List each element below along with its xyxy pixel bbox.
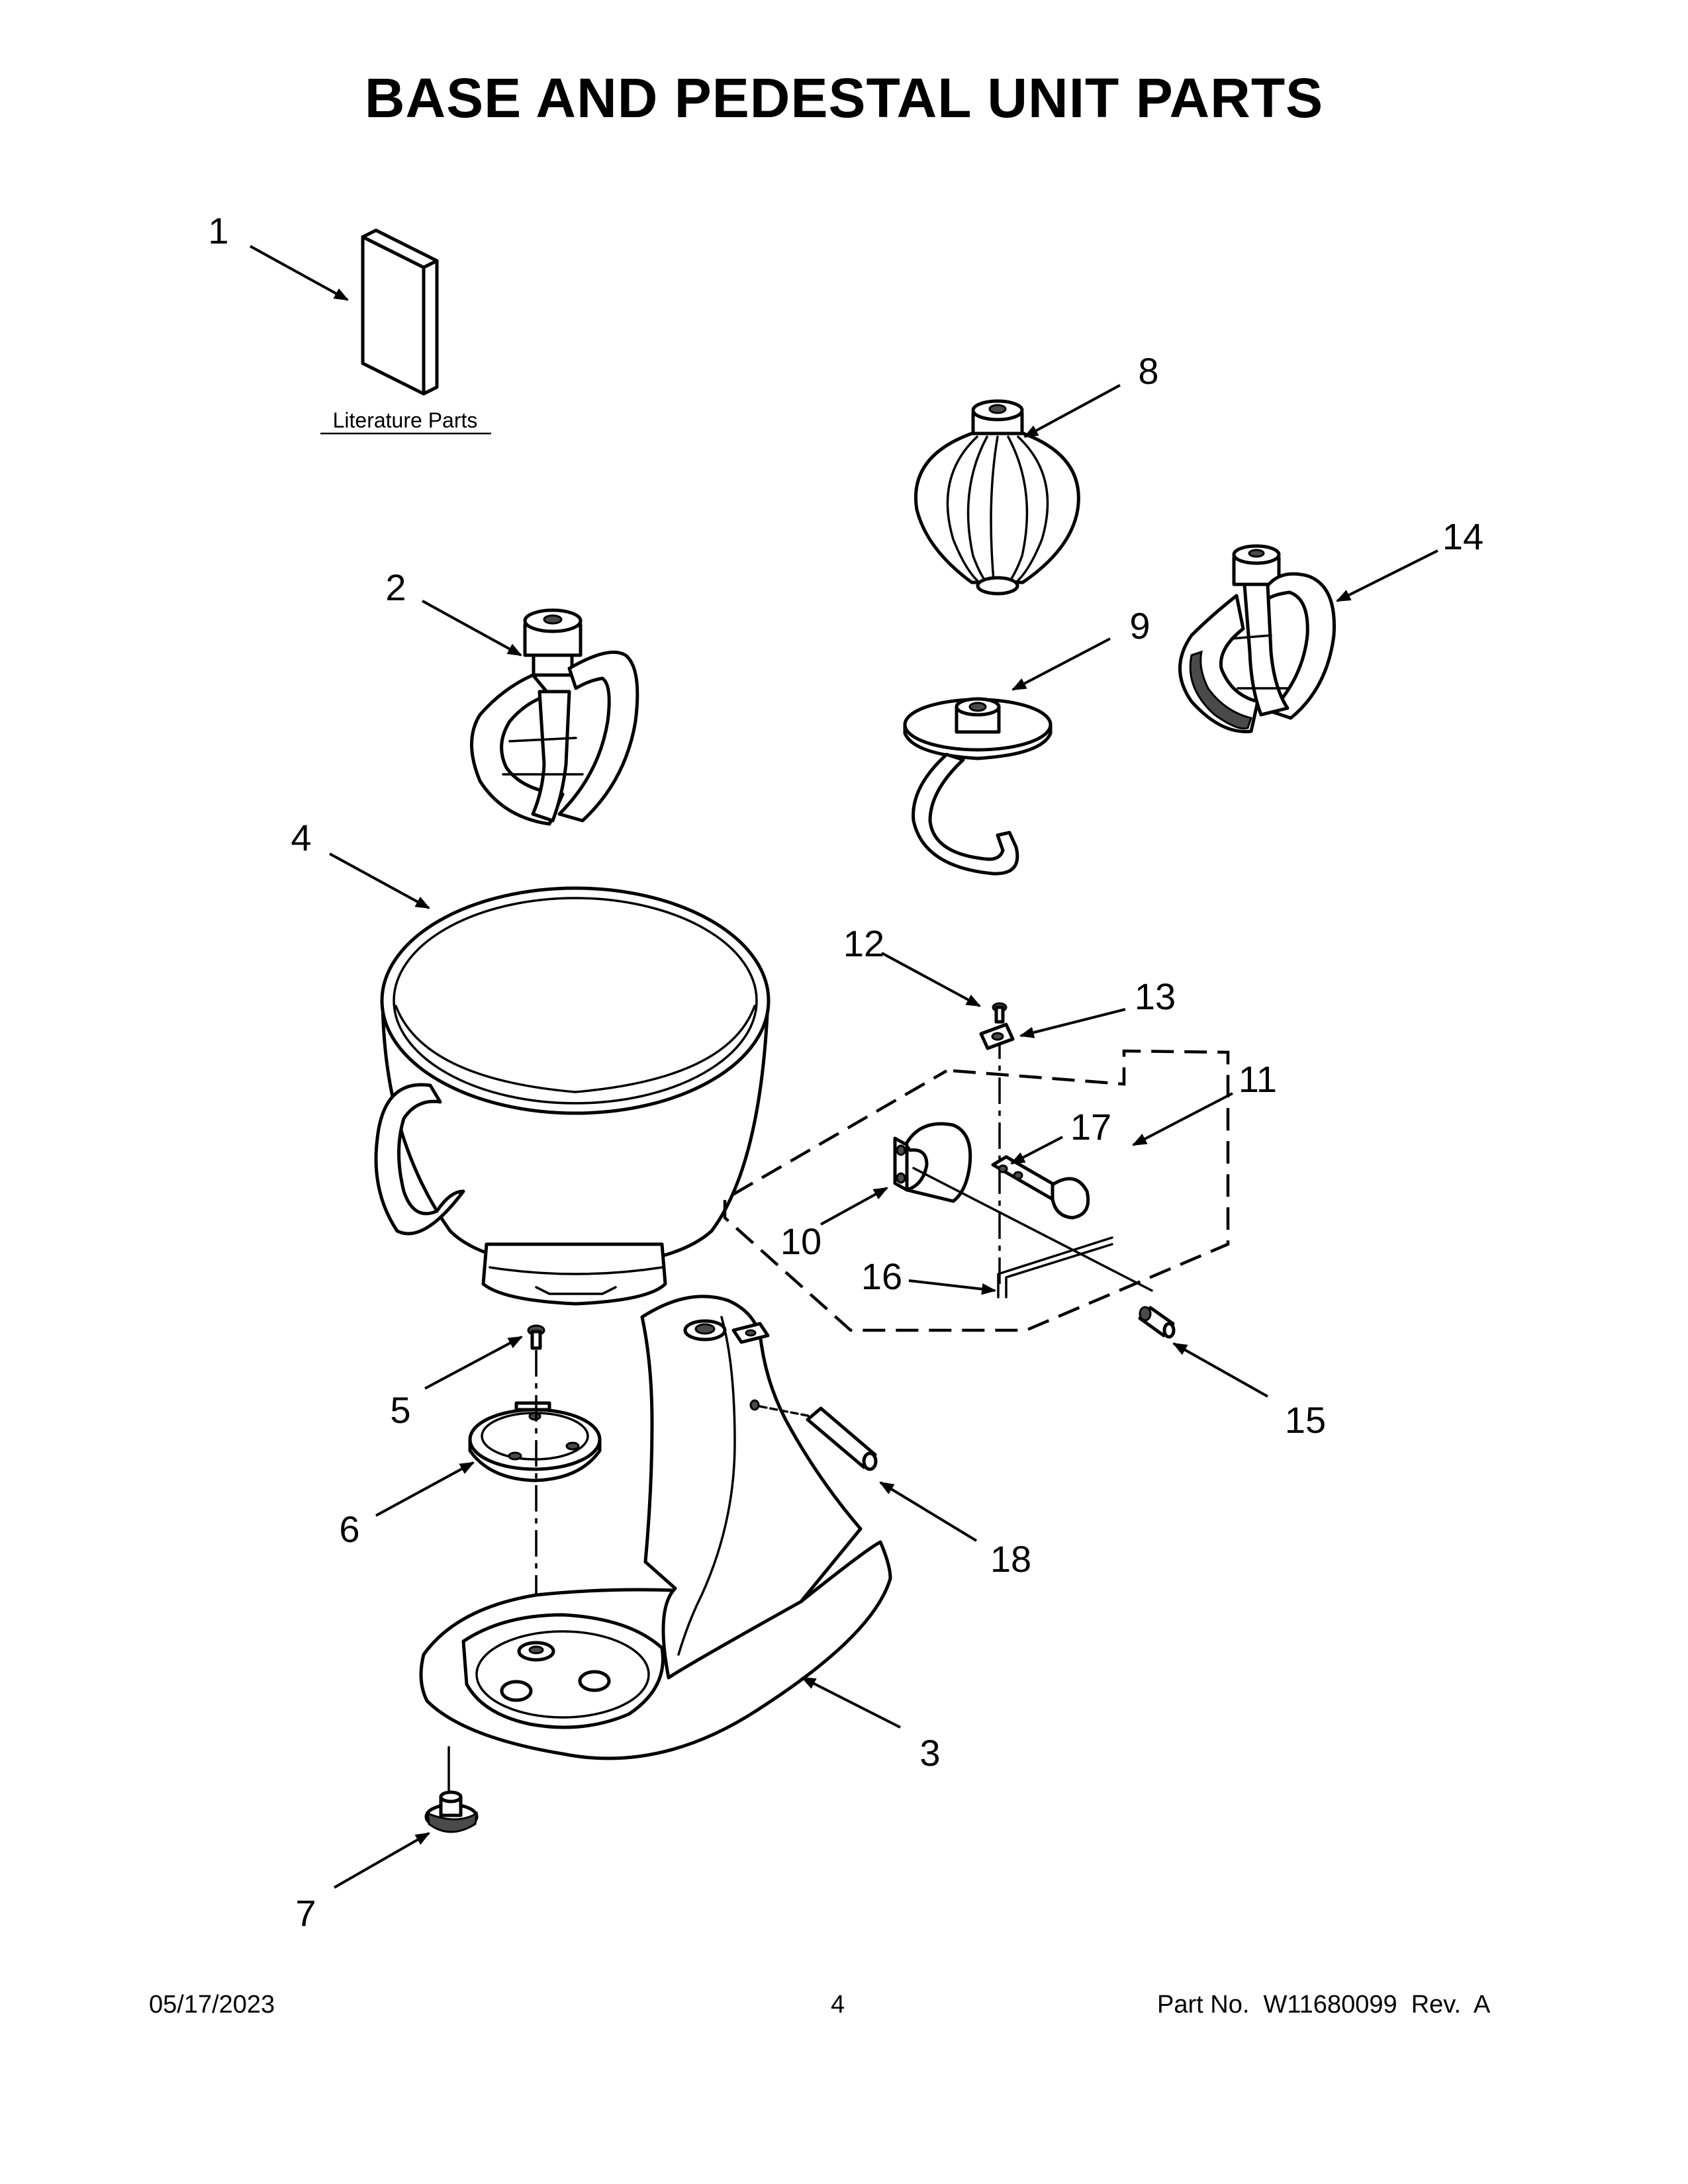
clamping-plate-part [468,1401,602,1482]
leader-lines [250,245,1438,1889]
callout-17: 17 [1070,1106,1111,1148]
callout-15: 15 [1285,1399,1326,1441]
pedestal-base-part [419,1295,892,1760]
callout-18: 18 [990,1538,1031,1580]
literature-parts-booklet: Literature Parts [320,228,491,435]
footer-page-number: 4 [831,1991,845,2019]
footer-date: 05/17/2023 [149,1991,275,2019]
flat-beater-part [470,608,639,826]
hinge-pin-part-18 [759,1405,878,1471]
callout-14: 14 [1442,516,1483,557]
callout-4: 4 [291,817,311,858]
callout-7: 7 [295,1892,316,1934]
mixing-bowl-part [374,886,771,1306]
leveling-foot-part [424,1746,479,1833]
page-title: BASE AND PEDESTAL UNIT PARTS [364,67,1324,129]
callout-10: 10 [780,1220,821,1262]
screw-part-5 [527,1324,545,1350]
callout-6: 6 [339,1508,359,1550]
callout-12: 12 [843,923,884,964]
literature-parts-label: Literature Parts [333,408,478,432]
callout-1: 1 [208,210,228,251]
washer-part-13 [979,1023,1015,1050]
callout-13: 13 [1135,976,1176,1017]
callout-16: 16 [861,1255,902,1297]
flex-edge-beater-part [1178,544,1336,733]
pin-part-15 [1138,1306,1176,1339]
callout-11: 11 [1239,1058,1277,1100]
lock-assembly-group [723,1032,1230,1332]
callout-5: 5 [390,1389,410,1431]
callout-8: 8 [1138,350,1158,392]
callout-3: 3 [919,1732,940,1774]
screw-part-12 [992,1002,1008,1024]
callout-2: 2 [385,567,406,608]
dough-hook-part [903,697,1053,876]
wire-whip-part [914,399,1080,596]
callout-numbers: 1 2 3 4 5 6 7 8 9 10 11 12 13 14 15 16 1… [208,210,1483,1934]
callout-9: 9 [1129,605,1150,647]
footer-part-number: Part No. W11680099 Rev. A [1157,1991,1491,2019]
